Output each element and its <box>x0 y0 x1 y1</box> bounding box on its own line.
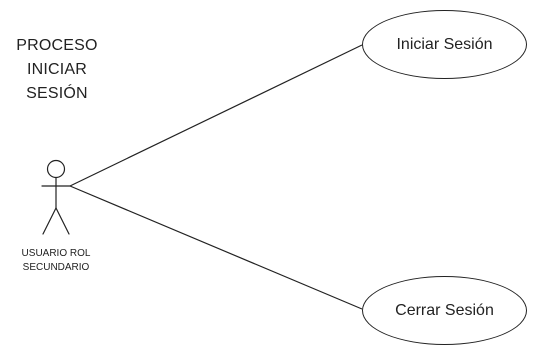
association-line-login <box>69 44 363 187</box>
use-case-label: Cerrar Sesión <box>395 301 494 319</box>
use-case-iniciar-sesion[interactable]: Iniciar Sesión <box>362 10 527 79</box>
use-case-label: Iniciar Sesión <box>396 35 493 53</box>
stick-figure-icon <box>41 159 71 235</box>
actor-label-line-1: USUARIO ROL <box>21 248 91 259</box>
actor-head <box>46 159 66 179</box>
diagram-title: PROCESO INICIAR SESIÓN <box>0 34 114 106</box>
actor-left-leg <box>42 207 57 235</box>
actor-right-leg <box>55 207 70 235</box>
actor-label-line-2: SECUNDARIO <box>22 262 90 273</box>
diagram-title-line-1: PROCESO <box>16 37 98 54</box>
association-line-logout <box>69 185 363 310</box>
diagram-title-line-2: INICIAR <box>26 61 88 78</box>
use-case-cerrar-sesion[interactable]: Cerrar Sesión <box>362 276 527 345</box>
diagram-title-line-3: SESIÓN <box>26 85 88 102</box>
actor-label: USUARIO ROL SECUNDARIO <box>0 247 112 275</box>
